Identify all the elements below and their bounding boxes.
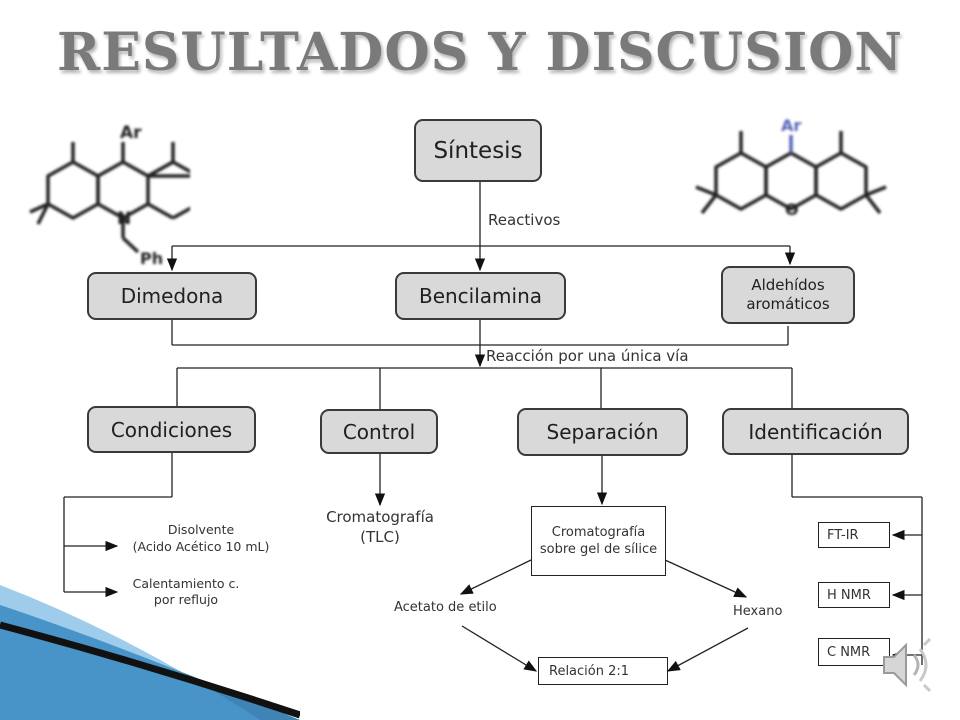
node-ftir: FT-IR (818, 522, 890, 548)
label-disolvente-detail: (Acido Acético 10 mL) (132, 539, 270, 554)
label-reactivos: Reactivos (488, 211, 561, 229)
decorative-swoosh (0, 585, 300, 720)
node-cromatografia-gel-label: Cromatografía sobre gel de sílice (539, 525, 658, 557)
node-dimedona: Dimedona (87, 272, 257, 320)
node-sintesis: Síntesis (414, 119, 542, 182)
label-calentamiento-title: Calentamiento c. (132, 576, 240, 591)
node-sintesis-label: Síntesis (433, 137, 523, 164)
node-dimedona-label: Dimedona (120, 284, 224, 308)
acridinedione-structure-image: Ar N Ph (29, 123, 190, 268)
right-mol-o-label: O (785, 200, 799, 219)
node-cnmr: C NMR (818, 638, 890, 666)
node-identificacion: Identificación (722, 408, 909, 455)
label-tlc: (TLC) (360, 528, 400, 546)
node-aldehidos-label: Aldehídos aromáticos (746, 276, 830, 313)
node-cromatografia-gel: Cromatografía sobre gel de sílice (531, 506, 666, 576)
label-reaccion: Reacción por una única vía (486, 347, 689, 365)
node-condiciones: Condiciones (87, 406, 256, 453)
node-control-label: Control (342, 419, 416, 444)
label-acetato: Acetato de etilo (394, 600, 497, 615)
node-bencilamina-label: Bencilamina (418, 284, 543, 308)
page-title: RESULTADOS Y DISCUSION (57, 22, 903, 83)
node-hnmr-label: H NMR (827, 587, 871, 603)
node-condiciones-label: Condiciones (110, 417, 233, 442)
label-cromatografia-tlc-title: Cromatografía (326, 508, 434, 526)
right-mol-ar-label: Ar (781, 116, 801, 135)
node-relacion: Relación 2:1 (538, 657, 668, 685)
left-mol-ar-label: Ar (120, 123, 142, 143)
node-control: Control (320, 409, 438, 454)
left-mol-n-label: N (117, 209, 131, 229)
node-separacion: Separación (517, 408, 688, 456)
node-relacion-label: Relación 2:1 (549, 663, 630, 679)
xanthenedione-structure-image: Ar O (695, 116, 887, 219)
label-hexano: Hexano (733, 604, 783, 619)
label-calentamiento-detail: por reflujo (153, 592, 219, 607)
left-mol-ph-label: Ph (140, 249, 163, 268)
label-calentamiento: Calentamiento c. por reflujo (112, 576, 260, 608)
speaker-icon[interactable] (876, 633, 940, 697)
node-aldehidos: Aldehídos aromáticos (721, 266, 855, 324)
node-separacion-label: Separación (546, 420, 659, 444)
node-hnmr: H NMR (818, 582, 890, 608)
label-cromatografia-tlc: Cromatografía (TLC) (305, 507, 455, 547)
node-identificacion-label: Identificación (748, 419, 883, 444)
node-ftir-label: FT-IR (827, 527, 859, 543)
node-bencilamina: Bencilamina (395, 272, 566, 320)
label-disolvente: Disolvente (Acido Acético 10 mL) (116, 521, 286, 555)
label-disolvente-title: Disolvente (167, 522, 235, 537)
node-cnmr-label: C NMR (827, 644, 871, 660)
